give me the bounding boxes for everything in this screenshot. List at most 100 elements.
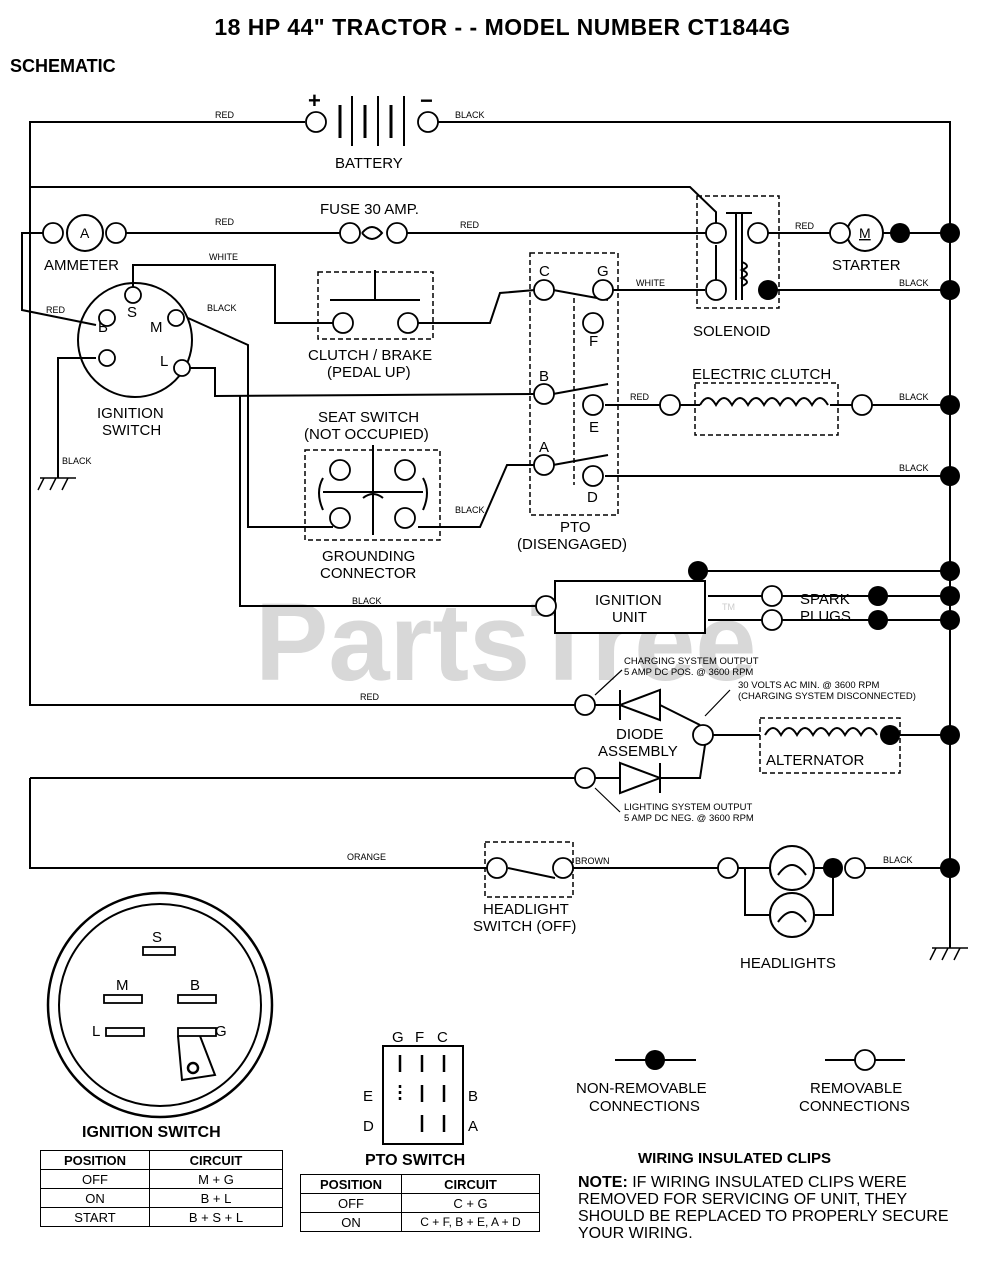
ground-symbol-right (929, 947, 968, 961)
ammeter-letter: A (80, 225, 90, 241)
battery (338, 96, 405, 146)
legend-non-removable (615, 1050, 696, 1070)
non-removable-connections (688, 223, 960, 878)
note-label: NOTE: (578, 1174, 628, 1191)
wire-label-orange: ORANGE (347, 852, 386, 862)
headlight-switch-sublabel: SWITCH (OFF) (473, 918, 576, 935)
pto-table-header: CIRCUIT (401, 1174, 540, 1194)
pto-face-g: G (392, 1029, 404, 1046)
table-cell: START (40, 1207, 150, 1227)
wire-label-black: BLACK (455, 505, 485, 515)
face-terminal-l: L (92, 1023, 100, 1040)
clips-title: WIRING INSULATED CLIPS (638, 1150, 831, 1167)
terminal-a: A (539, 439, 549, 456)
wire-label-white: WHITE (209, 252, 238, 262)
wire-label-red: RED (360, 692, 380, 702)
wire-label-black: BLACK (352, 596, 382, 606)
table-row: START B + S + L (40, 1207, 283, 1227)
terminal-g-pto: G (597, 263, 609, 280)
terminal-b: B (98, 319, 108, 336)
table-cell: C + G (401, 1193, 540, 1213)
table-cell: B + S + L (149, 1207, 283, 1227)
solenoid-coil (715, 212, 752, 300)
pto-face-f: F (415, 1029, 424, 1046)
wire-label-black: BLACK (899, 392, 929, 402)
pto-face-a: A (468, 1118, 478, 1135)
lighting-output-sublabel: 5 AMP DC NEG. @ 3600 RPM (624, 813, 754, 824)
fuse-label: FUSE 30 AMP. (320, 201, 419, 218)
solenoid-box (696, 195, 780, 309)
diode-label: DIODE (616, 726, 664, 743)
face-terminal-g: G (215, 1023, 227, 1040)
pto-box (529, 252, 619, 516)
table-cell: B + L (149, 1188, 283, 1208)
wire-labels: RED BLACK RED RED RED WHITE WHITE BLACK … (46, 110, 929, 866)
pto-table-caption: PTO SWITCH (365, 1152, 466, 1169)
clutch-brake-contact (330, 270, 420, 301)
starter-label: STARTER (832, 257, 901, 274)
headlights-label: HEADLIGHTS (740, 955, 836, 972)
removable-connections (42, 111, 873, 879)
ignition-unit-label: IGNITION (595, 592, 662, 609)
table-cell: M + G (149, 1169, 283, 1189)
wire-label-red: RED (215, 217, 235, 227)
seat-switch-sublabel: (NOT OCCUPIED) (304, 426, 429, 443)
legend-removable-sublabel: CONNECTIONS (799, 1098, 910, 1115)
electric-clutch-box (694, 382, 839, 436)
pto-sublabel: (DISENGAGED) (517, 536, 627, 553)
table-cell: C + F, B + E, A + D (401, 1212, 540, 1232)
spark-plugs-label: SPARK (800, 591, 850, 608)
table-cell: OFF (300, 1193, 402, 1213)
diode-sublabel: ASSEMBLY (598, 743, 678, 760)
alternator-label: ALTERNATOR (766, 752, 865, 769)
wire-label-red: RED (46, 305, 66, 315)
grounding-label: GROUNDING (322, 548, 415, 565)
wire-label-white: WHITE (636, 278, 665, 288)
ignition-switch-sublabel: SWITCH (102, 422, 161, 439)
ignition-switch-table: POSITION CIRCUIT OFF M + G ON B + L STAR… (40, 1150, 283, 1227)
wiring-note: NOTE: IF WIRING INSULATED CLIPS WERE REM… (578, 1174, 978, 1242)
ignition-unit-box (554, 580, 706, 634)
legend-removable (825, 1049, 905, 1071)
ammeter-label: AMMETER (44, 257, 119, 274)
fuse-symbol (361, 226, 384, 240)
legend-removable-label: REMOVABLE (810, 1080, 902, 1097)
ignition-unit-sublabel: UNIT (612, 609, 647, 626)
wire-label-black: BLACK (899, 463, 929, 473)
terminal-c: C (539, 263, 550, 280)
table-cell: ON (300, 1212, 402, 1232)
terminal-m: M (150, 319, 163, 336)
table-row: OFF C + G (300, 1193, 540, 1213)
alternator-coil (764, 727, 878, 738)
wire-label-brown: BROWN (575, 856, 610, 866)
ignition-table-header: POSITION (40, 1150, 150, 1170)
table-cell: ON (40, 1188, 150, 1208)
lighting-output-label: LIGHTING SYSTEM OUTPUT (624, 802, 752, 813)
pto-switch-table: POSITION CIRCUIT OFF C + G ON C + F, B +… (300, 1174, 540, 1232)
ignition-switch-label: IGNITION (97, 405, 164, 422)
note-text: IF WIRING INSULATED CLIPS WERE REMOVED F… (578, 1174, 949, 1242)
spark-plugs-sublabel: PLUGS (800, 608, 851, 625)
face-terminal-b: B (190, 977, 200, 994)
pto-face-b: B (468, 1088, 478, 1105)
legend-non-removable-label: NON-REMOVABLE (576, 1080, 707, 1097)
clutch-brake-sublabel: (PEDAL UP) (327, 364, 411, 381)
terminal-b-pto: B (539, 368, 549, 385)
table-row: ON C + F, B + E, A + D (300, 1212, 540, 1232)
alternator-box (759, 717, 901, 774)
pto-label: PTO (560, 519, 591, 536)
table-row: ON B + L (40, 1188, 283, 1208)
clutch-brake-label: CLUTCH / BRAKE (308, 347, 432, 364)
wire-label-black: BLACK (207, 303, 237, 313)
starter-letter: M (859, 225, 871, 241)
pto-face-e: E (363, 1088, 373, 1105)
headlight-switch-label: HEADLIGHT (483, 901, 569, 918)
wires (21, 121, 951, 948)
terminal-d: D (587, 489, 598, 506)
ac-voltage-sublabel: (CHARGING SYSTEM DISCONNECTED) (738, 691, 916, 702)
ammeter-symbol (66, 214, 104, 252)
electric-clutch-coil (699, 397, 829, 408)
pto-face-d: D (363, 1118, 374, 1135)
seat-switch-label: SEAT SWITCH (318, 409, 419, 426)
ignition-switch-symbol (77, 282, 193, 398)
